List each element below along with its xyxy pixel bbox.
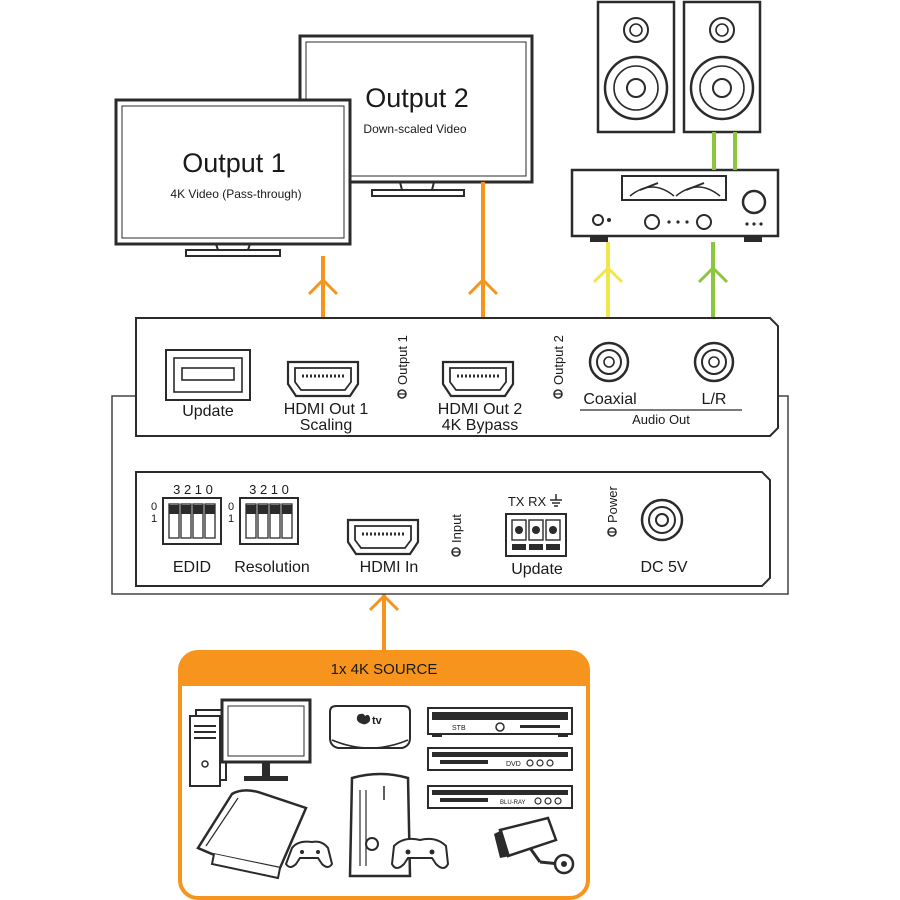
output2-led-label: Output 2 bbox=[551, 335, 566, 385]
security-camera-icon bbox=[494, 816, 575, 875]
lr-jack-icon[interactable] bbox=[693, 341, 735, 383]
serial-terminal-block[interactable] bbox=[505, 513, 567, 557]
hdmi-in-label: HDMI In bbox=[360, 559, 419, 576]
speaker-left-icon bbox=[596, 0, 676, 134]
input-led-label: Input bbox=[449, 514, 464, 543]
hdmi-out1-label: HDMI Out 1 bbox=[284, 401, 369, 418]
output-2-subtitle: Down-scaled Video bbox=[363, 122, 466, 136]
source-box: 1x 4K SOURCE tv STB bbox=[178, 650, 590, 900]
pc-icon bbox=[189, 698, 312, 787]
hdmi-out2-port[interactable] bbox=[441, 360, 515, 398]
arrow-hdmi-out1-icon bbox=[307, 277, 339, 296]
serial-update-label: Update bbox=[511, 561, 563, 578]
resolution-dip-bits: 3 2 1 0 bbox=[249, 482, 289, 497]
resolution-dip-off: 1 bbox=[228, 513, 234, 525]
hdmi-out2-label: HDMI Out 2 bbox=[438, 401, 523, 418]
edid-dip-off: 1 bbox=[151, 513, 157, 525]
hdmi-in-port[interactable] bbox=[346, 518, 420, 556]
hdmi-out2-sublabel: 4K Bypass bbox=[442, 417, 518, 434]
dc-jack-icon[interactable] bbox=[640, 498, 684, 542]
apple-tv-icon: tv bbox=[329, 705, 411, 749]
top-panel: Update HDMI Out 1 Scaling Output 1 HDMI … bbox=[135, 317, 779, 437]
arrow-coaxial-icon bbox=[592, 265, 624, 284]
resolution-dip-switch[interactable] bbox=[239, 497, 299, 545]
edid-dip-switch[interactable] bbox=[162, 497, 222, 545]
coaxial-label: Coaxial bbox=[583, 391, 636, 408]
game-console-icon bbox=[196, 789, 308, 880]
stb-label: STB bbox=[452, 725, 466, 732]
ground-icon bbox=[550, 494, 562, 507]
bottom-panel: 3 2 1 0 0 1 EDID 3 2 1 0 0 1 Resolution … bbox=[135, 471, 771, 587]
coaxial-jack-icon[interactable] bbox=[588, 341, 630, 383]
output-1-title: Output 1 bbox=[182, 148, 286, 178]
speaker-right-icon bbox=[682, 0, 762, 134]
resolution-label: Resolution bbox=[234, 559, 310, 576]
audio-out-label: Audio Out bbox=[632, 412, 690, 427]
gamepad-right-icon bbox=[390, 837, 450, 869]
amplifier-icon bbox=[570, 168, 780, 242]
stb-icon: STB bbox=[427, 707, 573, 737]
hdmi-out1-port[interactable] bbox=[286, 360, 360, 398]
monitor-output-1: Output 1 4K Video (Pass-through) bbox=[114, 98, 352, 257]
power-led-label: Power bbox=[605, 485, 620, 523]
usb-update-label: Update bbox=[182, 403, 234, 420]
output1-led-label: Output 1 bbox=[395, 335, 410, 385]
dvd-player-icon: DVD bbox=[427, 747, 573, 771]
edid-dip-on: 0 bbox=[151, 501, 157, 513]
arrow-lr-icon bbox=[697, 265, 729, 284]
output-2-title: Output 2 bbox=[365, 83, 469, 113]
serial-pins-label: TX RX bbox=[508, 494, 547, 509]
hdmi-out1-sublabel: Scaling bbox=[300, 417, 352, 434]
source-title: 1x 4K SOURCE bbox=[331, 661, 438, 678]
edid-dip-bits: 3 2 1 0 bbox=[173, 482, 213, 497]
dc-label: DC 5V bbox=[640, 559, 687, 576]
resolution-dip-on: 0 bbox=[228, 501, 234, 513]
bluray-player-icon: BLU-RAY bbox=[427, 785, 573, 809]
gamepad-left-icon bbox=[284, 840, 334, 868]
arrow-hdmi-out2-icon bbox=[467, 277, 499, 296]
usb-port[interactable] bbox=[165, 349, 251, 401]
edid-label: EDID bbox=[173, 559, 211, 576]
output-1-subtitle: 4K Video (Pass-through) bbox=[170, 187, 301, 201]
lr-label: L/R bbox=[702, 391, 727, 408]
bluray-label: BLU-RAY bbox=[500, 800, 526, 806]
dvd-label: DVD bbox=[506, 761, 521, 768]
apple-tv-label: tv bbox=[372, 715, 383, 727]
arrow-hdmi-in-icon bbox=[368, 593, 400, 612]
